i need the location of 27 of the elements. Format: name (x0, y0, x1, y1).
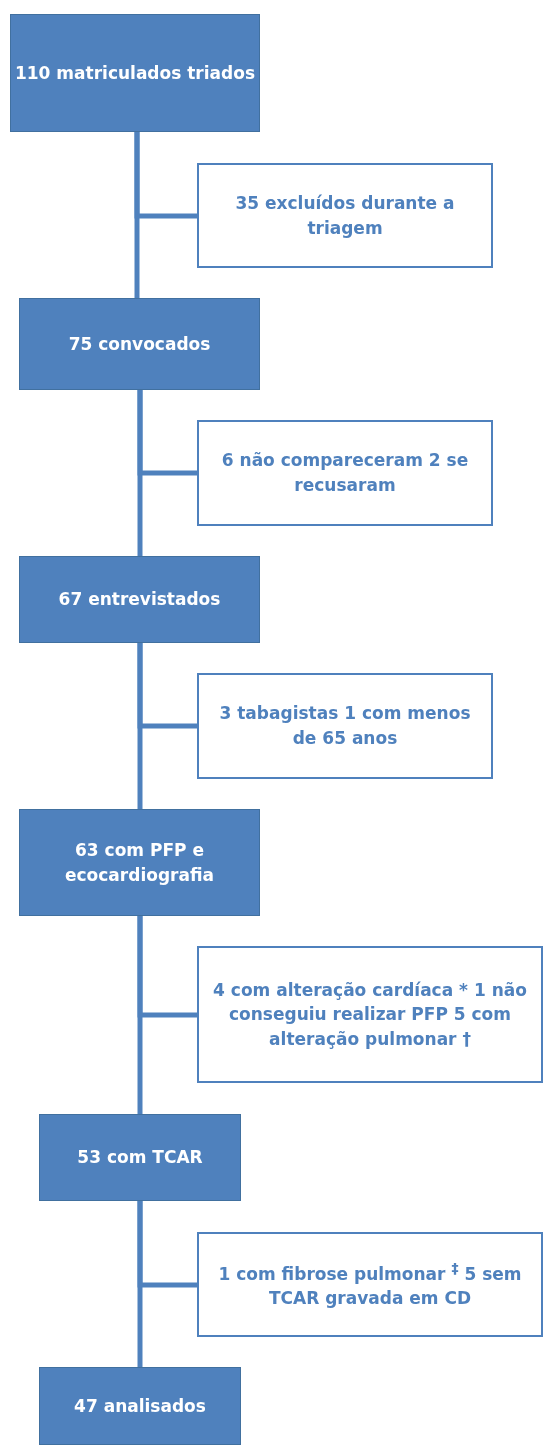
process-box (19, 298, 260, 390)
box-text: 4 com alteração cardíaca * 1 não conseguiu realizar PFP 5 com alteração pulmonar † (212, 978, 528, 1051)
box-text: 6 não compareceram 2 se recusaram (220, 449, 470, 497)
exclusion-box (197, 420, 493, 526)
process-box (19, 809, 260, 916)
box-text: 110 matriculados triados (14, 61, 256, 85)
exclusion-box (197, 163, 493, 268)
connector-line (137, 643, 197, 729)
box-text: 63 com PFP e ecocardiografia (64, 838, 215, 887)
exclusion-box (197, 946, 543, 1083)
connector-line (134, 132, 197, 219)
exclusion-box (197, 673, 493, 779)
process-box (19, 556, 260, 643)
box-text: 1 com fibrose pulmonar $^{‡}$ 5 sem TCAR gravada em CD (217, 1259, 523, 1311)
box-text: 3 tabagistas 1 com menos de 65 anos (218, 702, 472, 750)
exclusion-box (197, 1232, 543, 1337)
box-text: 75 convocados (68, 332, 211, 356)
process-box (10, 14, 260, 132)
box-text: 53 com TCAR (77, 1146, 203, 1170)
box-text: 67 entrevistados (58, 588, 221, 612)
box-text: 47 analisados (74, 1394, 206, 1418)
connector-line (137, 390, 197, 476)
connector-line (137, 916, 197, 1018)
connector-line (137, 1201, 197, 1288)
box-text: 35 excluídos durante a triagem (234, 191, 456, 240)
process-box (39, 1114, 241, 1201)
process-box (39, 1367, 241, 1445)
